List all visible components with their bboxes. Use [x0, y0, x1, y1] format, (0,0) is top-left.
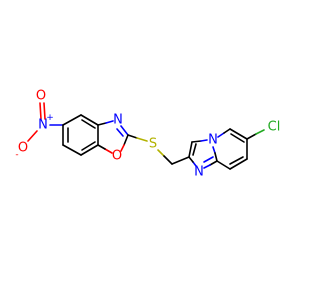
- bond-nbr-c5-a: [217, 132, 225, 138]
- bond-im2-im3: [188, 141, 193, 158]
- structure-canvas: O O - N + N O S N N Cl: [15, 89, 280, 180]
- atom-thioether-s: S: [149, 137, 157, 152]
- bond-n-c2-inner: [116, 128, 124, 137]
- atom-chlorine: Cl: [268, 120, 281, 135]
- imidazole-ring-bonds: [188, 139, 218, 169]
- bond-nitro-n-o-minus: [27, 130, 38, 142]
- bond-c8a-n-a: [209, 160, 218, 166]
- bond-c8-c8a: [216, 160, 231, 170]
- bond-c6-cl-a: [246, 133, 257, 140]
- bond-c5-c6: [229, 128, 248, 140]
- thioether-bonds: [127, 134, 190, 165]
- bond-b4-b5-inner: [81, 141, 96, 151]
- bond-b2-b3-inner: [81, 119, 96, 129]
- atom-oxazole-n: N: [113, 113, 123, 128]
- chloro-bond: [246, 129, 265, 140]
- pyridine-ring-bonds: [216, 128, 248, 170]
- bond-c2-s-a: [127, 134, 138, 139]
- benzene-ring-bonds: [62, 114, 99, 156]
- atom-imidazo-n: N: [194, 165, 204, 180]
- bond-im3-nbr-b: [200, 139, 208, 142]
- bond-c8a-n-b: [203, 164, 211, 169]
- atom-imidazo-n-bridge: N: [208, 133, 218, 148]
- bond-s-ch2-b: [163, 155, 173, 165]
- bond-im2-im3-inner: [192, 143, 197, 156]
- bond-o-b4-a: [104, 148, 113, 154]
- bond-o-b4-b: [97, 144, 106, 150]
- bond-b3-n-b: [105, 120, 114, 124]
- bond-nitro-n-o-top-a: [39, 102, 42, 120]
- charge-nitro-n: +: [46, 113, 54, 123]
- bond-c2-o-a: [123, 134, 129, 146]
- oxazole-ring-bonds: [97, 120, 129, 154]
- bond-b5-b6: [62, 144, 82, 156]
- bond-b2-b3: [80, 114, 99, 126]
- bond-c7-c8-inner: [229, 156, 244, 165]
- bond-b1-b2: [62, 114, 82, 126]
- bond-c8a-n-inner: [203, 156, 214, 163]
- bond-im3-nbr-a: [191, 140, 202, 143]
- atom-nitro-o-top: O: [36, 89, 46, 104]
- bond-c7-c8: [229, 158, 248, 170]
- bond-n-im2-a: [192, 161, 197, 167]
- bond-nitro-n-o-top-b: [43, 102, 46, 120]
- atom-labels: O O - N + N O S N N Cl: [15, 89, 280, 180]
- bond-c2-o-b: [120, 144, 125, 152]
- bond-b3-n-a: [97, 122, 107, 126]
- bond-n-c2: [120, 125, 129, 136]
- bond-n-im2-b: [188, 156, 194, 163]
- bond-s-ch2-a: [157, 149, 165, 157]
- bond-nbr-c5-b: [223, 128, 231, 134]
- atom-nitro-n: N: [38, 118, 48, 133]
- nitro-group-bonds: [27, 102, 64, 142]
- bond-ch2-im2: [171, 156, 190, 165]
- bond-c2-s-b: [136, 137, 148, 142]
- bond-nbr-c8a-a: [212, 146, 216, 154]
- bond-c5-c6-inner: [230, 133, 245, 143]
- bond-c6-cl-b: [255, 129, 265, 135]
- atom-nitro-o-minus: O: [18, 141, 28, 156]
- charge-nitro-o-minus: -: [15, 150, 18, 160]
- bond-nbr-c8a-b: [214, 152, 218, 162]
- bond-b4-b5: [80, 144, 99, 156]
- atom-oxazole-o: O: [112, 149, 122, 164]
